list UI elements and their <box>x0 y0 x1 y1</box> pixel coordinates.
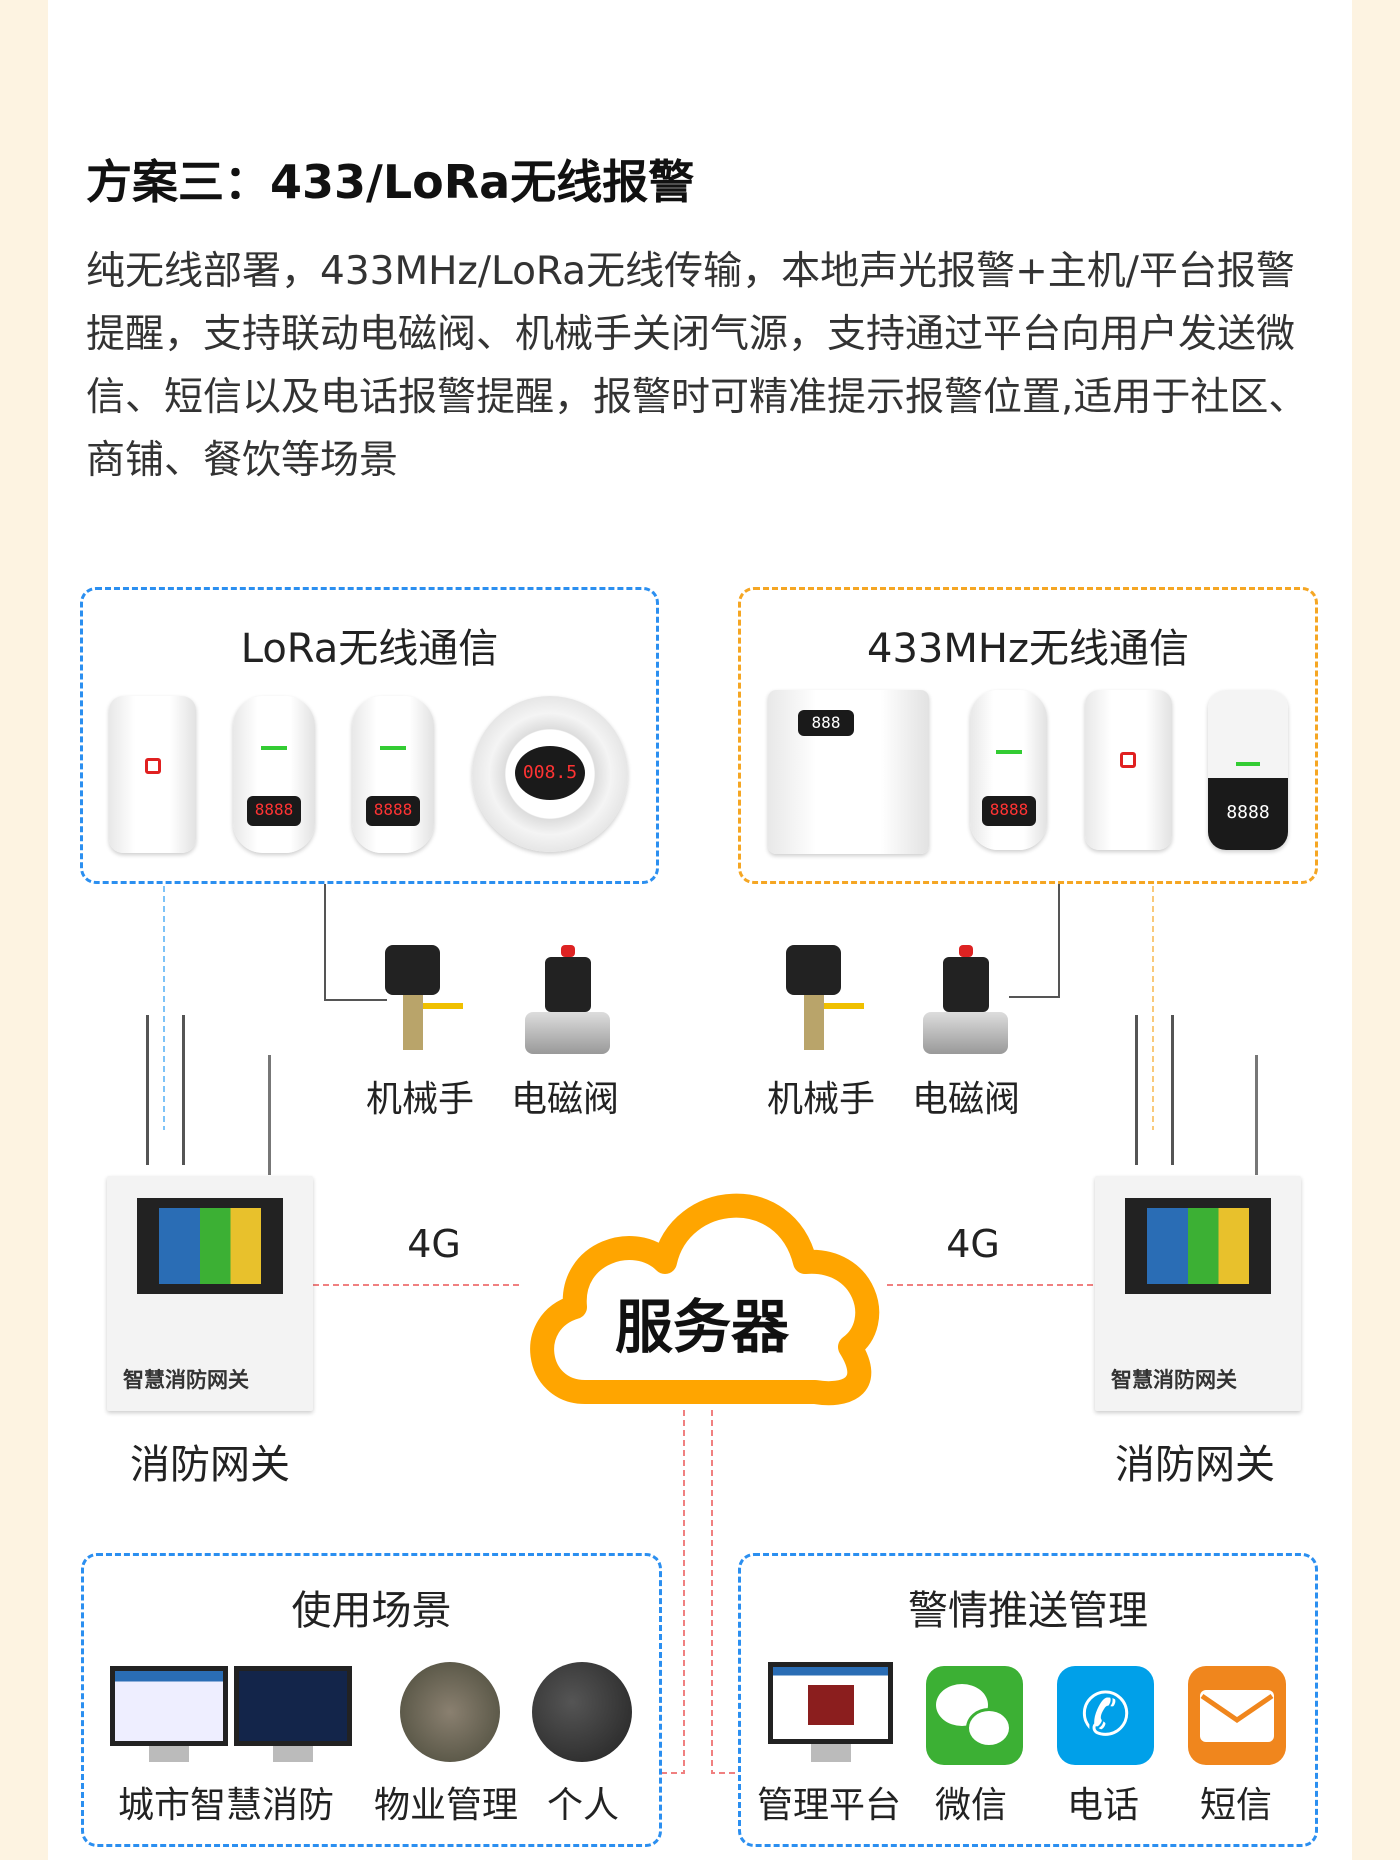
panel-display: 888 <box>798 710 854 736</box>
scene-link <box>662 1410 685 1774</box>
433-detector-1: 8888 <box>970 690 1047 850</box>
gateway-label: 消防网关 <box>130 1442 290 1488</box>
cloud-icon <box>530 1193 880 1406</box>
antenna-icon <box>146 1015 149 1165</box>
detector-display: 8888 <box>1226 802 1270 823</box>
433mhz-box: 433MHz无线通信 <box>738 587 1318 884</box>
lora-detector-3: 8888 <box>352 696 434 853</box>
detector-display: 8888 <box>982 796 1036 826</box>
monitor-icon <box>768 1662 893 1765</box>
push-label: 短信 <box>1199 1785 1273 1826</box>
gateway-box: 智慧消防网关 <box>1095 1176 1301 1411</box>
lora-title: LoRa无线通信 <box>240 626 499 672</box>
content-panel <box>48 0 1352 1860</box>
right-valve-wire <box>1009 884 1060 998</box>
phone-icon: ✆ <box>1057 1666 1154 1765</box>
push-link <box>711 1410 738 1774</box>
push-title: 警情推送管理 <box>908 1588 1148 1634</box>
left-valve-wire <box>324 884 387 1001</box>
alarm-indicator-icon <box>145 758 161 774</box>
solenoid-valve-icon <box>923 945 1008 1057</box>
push-box: 警情推送管理 <box>738 1553 1318 1847</box>
status-led <box>380 746 406 750</box>
alarm-indicator-icon <box>1120 752 1136 768</box>
status-led <box>996 750 1022 754</box>
scene-label: 个人 <box>546 1785 620 1826</box>
person-photo <box>532 1662 632 1762</box>
solenoid-valve-icon <box>525 945 610 1057</box>
smoke-display: 008.5 <box>515 746 585 800</box>
detector-display: 8888 <box>366 796 420 826</box>
wechat-icon <box>926 1666 1023 1765</box>
scenes-title: 使用场景 <box>291 1588 452 1634</box>
property-photo <box>400 1662 500 1762</box>
433-detector-2 <box>1085 690 1172 850</box>
status-led <box>1236 762 1260 766</box>
scene-label: 城市智慧消防 <box>117 1785 335 1826</box>
gateway-brand: 智慧消防网关 <box>1111 1368 1237 1392</box>
lora-detector-2: 8888 <box>233 696 315 853</box>
gateway-brand: 智慧消防网关 <box>123 1368 249 1392</box>
link-label: 4G <box>407 1222 461 1266</box>
scene-label: 物业管理 <box>373 1785 519 1826</box>
manipulator-label: 机械手 <box>365 1079 475 1120</box>
detector-display: 8888 <box>247 796 301 826</box>
manipulator-icon <box>385 945 463 1055</box>
manipulator-icon <box>786 945 864 1055</box>
gateway-box: 智慧消防网关 <box>107 1176 313 1411</box>
scenes-box: 使用场景 <box>81 1553 662 1847</box>
link-label: 4G <box>946 1222 1000 1266</box>
city-monitor-icon <box>110 1666 228 1766</box>
manipulator-label: 机械手 <box>766 1079 876 1120</box>
push-label: 微信 <box>934 1785 1008 1826</box>
lora-box: LoRa无线通信 <box>80 587 659 884</box>
433-detector-3: 8888 <box>1208 690 1288 850</box>
push-label: 电话 <box>1066 1785 1140 1826</box>
antenna-icon <box>1255 1055 1258 1175</box>
433mhz-title: 433MHz无线通信 <box>867 626 1189 672</box>
city-monitor-icon <box>234 1666 352 1766</box>
server-label: 服务器 <box>614 1293 790 1361</box>
antenna-icon <box>1135 1015 1138 1165</box>
gateway-label: 消防网关 <box>1115 1442 1275 1488</box>
page-title: 方案三：433/LoRa无线报警 <box>86 155 695 209</box>
description: 纯无线部署，433MHz/LoRa无线传输，本地声光报警+主机/平台报警提醒，支… <box>86 249 1308 483</box>
smoke-detector: 008.5 <box>472 696 628 852</box>
push-label: 管理平台 <box>756 1785 902 1826</box>
antenna-icon <box>1171 1015 1174 1165</box>
alarm-panel: 888 <box>768 690 929 854</box>
solenoid-label: 电磁阀 <box>510 1079 620 1120</box>
status-led <box>261 746 287 750</box>
solenoid-label: 电磁阀 <box>911 1079 1021 1120</box>
antenna-icon <box>182 1015 185 1165</box>
lora-detector-1 <box>109 696 196 853</box>
antenna-icon <box>268 1055 271 1175</box>
mail-icon <box>1188 1666 1286 1765</box>
